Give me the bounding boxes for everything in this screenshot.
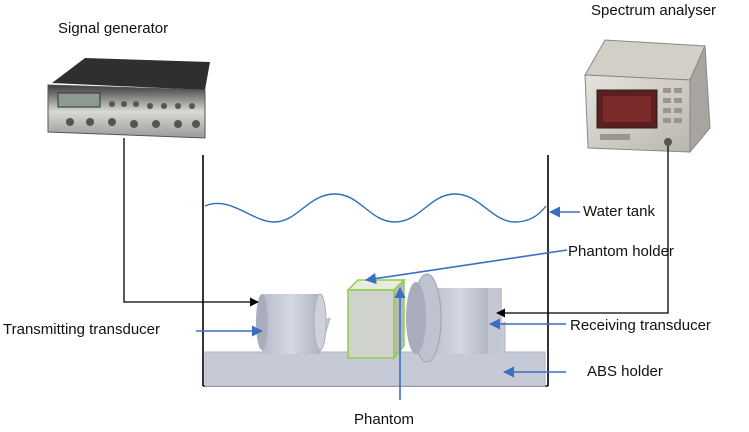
signal-generator-label: Signal generator: [58, 20, 169, 37]
phantom: [346, 278, 406, 361]
receiving-transducer: [406, 273, 502, 363]
abs-holder-label: ABS holder: [587, 363, 663, 380]
spectrum-analyser-label: Spectrum analyser: [591, 2, 717, 19]
transmitting-transducer: [256, 293, 327, 354]
phantom-label: Phantom: [354, 411, 415, 428]
analyser-wire: [496, 146, 669, 318]
generator-wire: [123, 138, 259, 307]
phantom-holder-pointer: [364, 249, 568, 285]
water-tank-label: Water tank: [583, 203, 655, 220]
spectrum-analyser-device: [584, 39, 711, 154]
receiving-transducer-label: Receiving transducer: [570, 317, 711, 334]
water-surface: [204, 193, 547, 223]
transmitting-transducer-label: Transmitting transducer: [3, 321, 161, 338]
signal-generator-device: [47, 58, 210, 139]
phantom-holder-label: Phantom holder: [568, 243, 674, 260]
